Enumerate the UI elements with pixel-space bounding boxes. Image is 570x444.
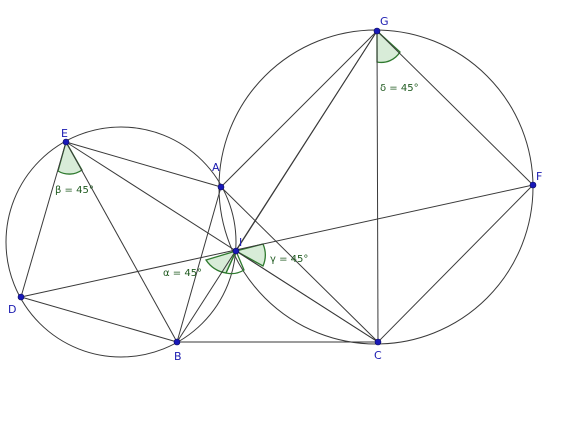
circle-left [5,126,237,358]
angle-arc-delta [376,29,401,64]
point-D[interactable] [17,293,25,301]
point-G[interactable] [373,27,381,35]
point-E[interactable] [62,138,70,146]
point-B[interactable] [173,338,181,346]
points [17,27,537,346]
angle-label-beta: β = 45° [55,185,94,196]
point-label-I: I [239,236,242,249]
angle-labels: δ = 45° β = 45° γ = 45° α = 45° [55,83,419,279]
segment-ED [20,141,67,298]
point-label-B: B [174,350,182,363]
segment-DF [20,184,534,298]
segment-FC [377,184,534,343]
segment-GC [376,30,379,343]
point-A[interactable] [217,183,225,191]
segment-EB [65,141,178,343]
angle-label-gamma: γ = 45° [270,254,308,265]
point-label-A: A [212,161,220,174]
segment-DB [20,296,178,343]
point-I[interactable] [232,247,240,255]
segment-AC [220,186,379,343]
point-label-G: G [380,15,389,28]
angle-markers [57,29,401,275]
point-F[interactable] [529,181,537,189]
angle-label-alpha: α = 45° [163,268,202,279]
point-label-C: C [374,349,382,362]
point-label-F: F [536,170,542,183]
point-C[interactable] [374,338,382,346]
point-label-E: E [61,127,68,140]
segment-AG [220,30,378,188]
segment-BA [176,186,222,343]
circle-right [218,29,534,345]
segment-IG [235,30,378,252]
segment-IC [235,250,379,343]
segment-EA [65,141,222,188]
point-labels: G E A F I D B C [8,15,542,363]
angle-label-delta: δ = 45° [380,83,419,94]
segment-GF [376,30,534,186]
point-label-D: D [8,303,16,316]
angle-arc-alpha-inner [225,249,245,275]
segments [20,30,534,343]
